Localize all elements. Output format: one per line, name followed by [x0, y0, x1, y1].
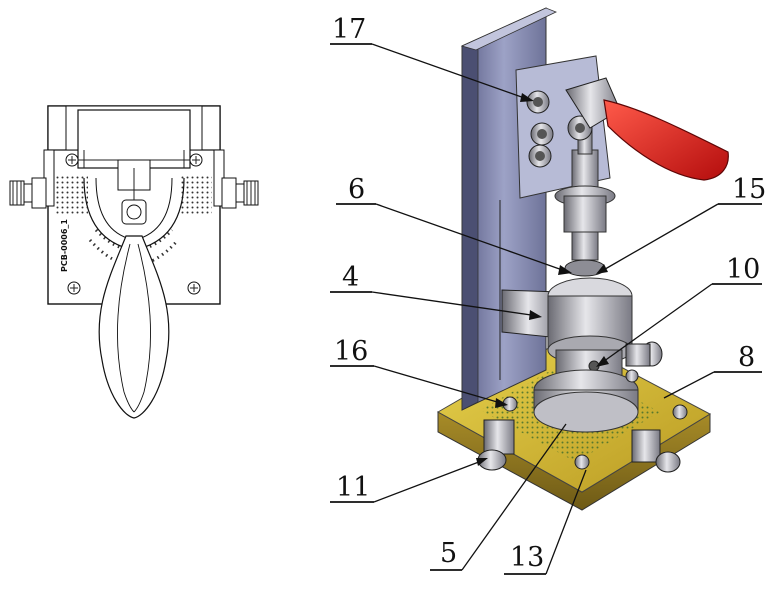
- callout-5: 5: [430, 423, 567, 571]
- callout-6: 6: [336, 174, 572, 275]
- screw-bottom-left: [67, 281, 81, 295]
- svg-text:16: 16: [334, 336, 368, 367]
- board-marking: PCB-0006_1: [60, 219, 69, 272]
- pressure-disc: [533, 391, 639, 433]
- svg-text:15: 15: [732, 174, 766, 205]
- screw-top-left: [65, 153, 79, 167]
- sma-connector-right: [631, 429, 681, 473]
- svg-text:8: 8: [738, 342, 755, 373]
- sma-connector-front: [477, 419, 515, 471]
- svg-text:11: 11: [336, 472, 370, 503]
- screw-top-right: [189, 153, 203, 167]
- callout-10: 10: [596, 254, 762, 367]
- svg-text:6: 6: [348, 174, 365, 205]
- svg-text:13: 13: [510, 542, 544, 573]
- sma-connector-back: [625, 341, 663, 367]
- svg-text:5: 5: [440, 538, 457, 569]
- roller-screws: [526, 90, 593, 168]
- svg-text:10: 10: [726, 254, 760, 285]
- fixture-3d-view: [436, 7, 729, 511]
- right-connector: [221, 177, 259, 209]
- board-screws: [502, 369, 688, 470]
- screw-bottom-right: [187, 281, 201, 295]
- toggle-handle: [603, 99, 729, 181]
- callout-13: 13: [504, 469, 587, 575]
- svg-text:4: 4: [342, 262, 359, 293]
- callout-17: 17: [330, 14, 534, 102]
- left-view: PCB-0006_1: [9, 105, 259, 419]
- callout-16: 16: [330, 336, 508, 408]
- callout-11: 11: [330, 458, 488, 503]
- callout-4: 4: [330, 262, 542, 320]
- left-connector: [9, 177, 47, 209]
- callout-15: 15: [596, 174, 766, 274]
- handle-outline: [98, 235, 170, 419]
- svg-text:17: 17: [332, 14, 366, 45]
- callout-8: 8: [663, 342, 762, 399]
